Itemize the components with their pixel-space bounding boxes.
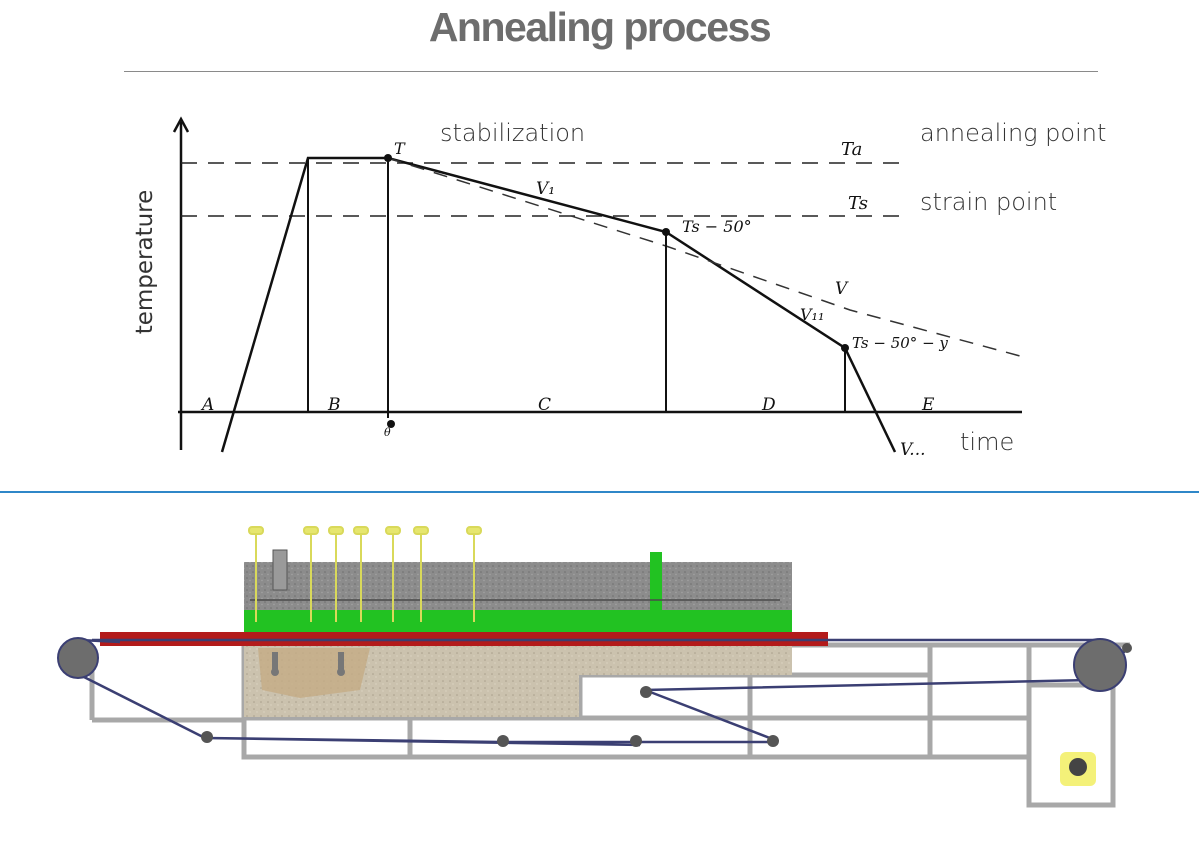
hot-zone <box>244 610 792 632</box>
annealing-point-label: annealing point <box>920 119 1107 147</box>
y-axis-arrow <box>172 116 190 133</box>
strain-point-label: strain point <box>920 188 1058 216</box>
stabilization-point <box>384 154 392 162</box>
v-dots-label: V... <box>900 440 926 460</box>
exhaust-stack <box>650 552 662 612</box>
v11-label: V₁₁ <box>800 305 824 324</box>
thermocouple-probes <box>248 526 482 622</box>
page-title: Annealing process <box>428 4 772 50</box>
t-label: T <box>394 139 406 158</box>
stabilization-label: stabilization <box>440 119 586 147</box>
roller <box>767 735 779 747</box>
drive-roller-right <box>1073 638 1127 692</box>
roller <box>640 686 652 698</box>
v1-label: V₁ <box>536 179 555 199</box>
furnace-base-step <box>579 645 792 675</box>
zone-b-label: B <box>327 395 341 415</box>
zone-d-label: D <box>761 395 776 415</box>
temperature-curve <box>220 156 897 453</box>
roller <box>630 735 642 747</box>
roller <box>497 735 509 747</box>
ts-50-point <box>662 228 670 236</box>
ts-label: Ts <box>848 193 868 214</box>
zone-a-label: A <box>200 395 214 415</box>
cooling-rate-v-line <box>387 157 1021 357</box>
ts-50-y-label: Ts − 50° − y <box>852 334 948 352</box>
v-label: V <box>835 279 849 299</box>
inlet-block <box>272 549 288 591</box>
theta-label: θ <box>384 426 391 439</box>
motor-icon <box>1069 758 1087 776</box>
zone-c-label: C <box>538 395 551 415</box>
theta-marker <box>387 420 395 428</box>
zone-e-label: E <box>921 395 935 415</box>
title-divider <box>124 71 1098 72</box>
burner-nozzles <box>271 652 345 676</box>
drive-roller-left <box>57 637 99 679</box>
roller <box>1122 643 1132 653</box>
ts-50-label: Ts − 50° <box>682 217 752 236</box>
ts-50-y-point <box>841 344 849 352</box>
roller <box>201 731 213 743</box>
time-axis-label: time <box>960 428 1015 456</box>
ta-label: Ta <box>841 139 862 160</box>
section-divider <box>0 491 1199 493</box>
